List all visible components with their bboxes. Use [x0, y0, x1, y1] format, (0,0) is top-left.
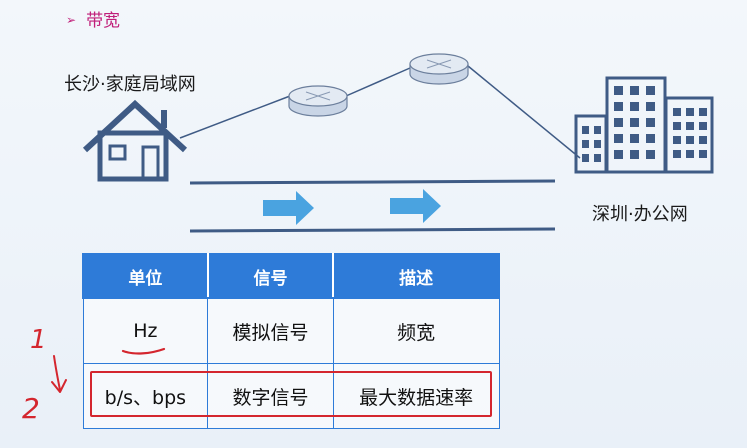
column-header: 单位 — [82, 253, 209, 299]
router-icon — [288, 85, 348, 117]
table-header-row: 单位 信号 描述 — [82, 253, 500, 299]
section-title-text: 带宽 — [86, 11, 121, 31]
router-icon — [409, 53, 469, 85]
wan-links — [179, 65, 581, 159]
office-network-label: 深圳·办公网 — [592, 204, 688, 225]
handwritten-number-1: 1 — [30, 325, 47, 355]
table-cell: 最大数据速率 — [332, 363, 500, 429]
table-cell: b/s、bps — [82, 363, 209, 429]
data-flow-arrow-icon — [390, 189, 441, 223]
table-row: b/s、bps 数字信号 最大数据速率 — [82, 363, 500, 429]
table-cell: 模拟信号 — [207, 297, 334, 364]
house-icon — [82, 99, 188, 182]
column-header: 信号 — [206, 253, 335, 299]
office-building-icon — [574, 76, 714, 174]
column-header: 描述 — [332, 253, 500, 299]
handwritten-number-2: 2 — [22, 392, 40, 425]
bandwidth-table: 单位 信号 描述 Hz 模拟信号 频宽 b/s、bps 数字信号 最大数据速率 — [82, 253, 500, 429]
table-cell: 数字信号 — [207, 363, 334, 429]
handwritten-annotation: 1 2 — [22, 325, 67, 425]
table-row: Hz 模拟信号 频宽 — [82, 297, 500, 364]
table-cell: 频宽 — [332, 297, 500, 364]
section-title: ➢ 带宽 — [66, 6, 120, 31]
hz-underline-mark — [121, 347, 166, 355]
home-network-label: 长沙·家庭局域网 — [64, 74, 196, 95]
data-flow-arrow-icon — [263, 191, 314, 225]
channel-lines — [189, 179, 556, 233]
highlight-box — [90, 371, 492, 417]
bullet-arrow-icon: ➢ — [66, 13, 77, 27]
